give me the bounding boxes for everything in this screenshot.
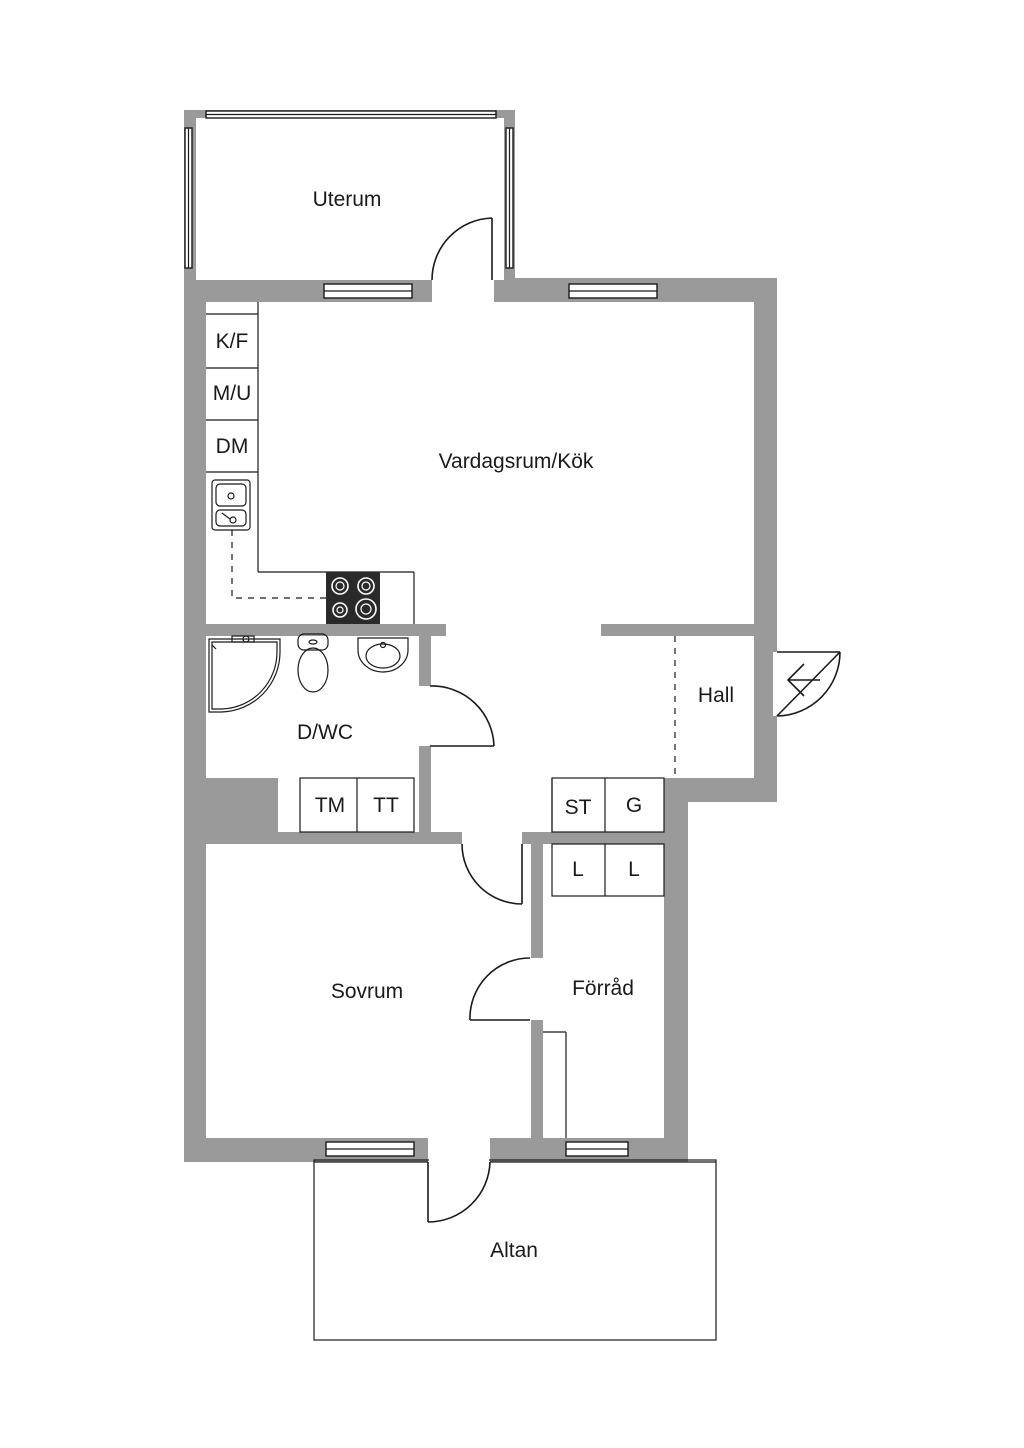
exterior-wall-right-lower bbox=[664, 778, 688, 1162]
room-label-vardagsrum-kok: Vardagsrum/Kök bbox=[439, 450, 594, 473]
room-label-forrad: Förråd bbox=[572, 977, 634, 1000]
room-label-uterum: Uterum bbox=[313, 188, 382, 211]
washbasin-icon bbox=[357, 637, 409, 673]
room-label-altan: Altan bbox=[490, 1239, 538, 1262]
bathroom bbox=[208, 633, 415, 833]
kitchen-bath-wall bbox=[206, 624, 446, 636]
sink-icon bbox=[211, 479, 251, 531]
room-label-hall: Hall bbox=[698, 684, 734, 707]
living-hall-wall bbox=[601, 624, 754, 636]
room-label-sovrum: Sovrum bbox=[331, 980, 403, 1003]
arrow-left-icon bbox=[786, 663, 820, 697]
fixture-label-dm: DM bbox=[216, 435, 249, 458]
door-openings bbox=[196, 118, 781, 1164]
hall bbox=[543, 636, 820, 1138]
shower-icon bbox=[208, 635, 281, 713]
altan-outline bbox=[313, 1159, 717, 1341]
fixture-label-tm: TM bbox=[315, 794, 345, 817]
fixture-label-mu: M/U bbox=[213, 382, 252, 405]
bath-bottom-wall bbox=[206, 832, 462, 844]
fixture-label-l2: L bbox=[628, 858, 640, 881]
fixture-label-kf: K/F bbox=[216, 330, 249, 353]
closet-bottom-wall bbox=[522, 832, 664, 844]
kitchen bbox=[206, 302, 415, 624]
bath-corner-block bbox=[206, 778, 278, 836]
room-label-dwc: D/WC bbox=[297, 721, 353, 744]
doors bbox=[427, 217, 841, 1223]
fixture-label-g: G bbox=[626, 794, 642, 817]
toilet-icon bbox=[297, 633, 329, 693]
windows bbox=[184, 110, 658, 1157]
stove-icon bbox=[326, 572, 380, 624]
fixture-label-st: ST bbox=[565, 796, 592, 819]
exterior-wall-right bbox=[754, 278, 777, 802]
exterior-wall-left bbox=[184, 278, 206, 1162]
fixture-label-tt: TT bbox=[373, 794, 399, 817]
fixture-label-l1: L bbox=[572, 858, 584, 881]
